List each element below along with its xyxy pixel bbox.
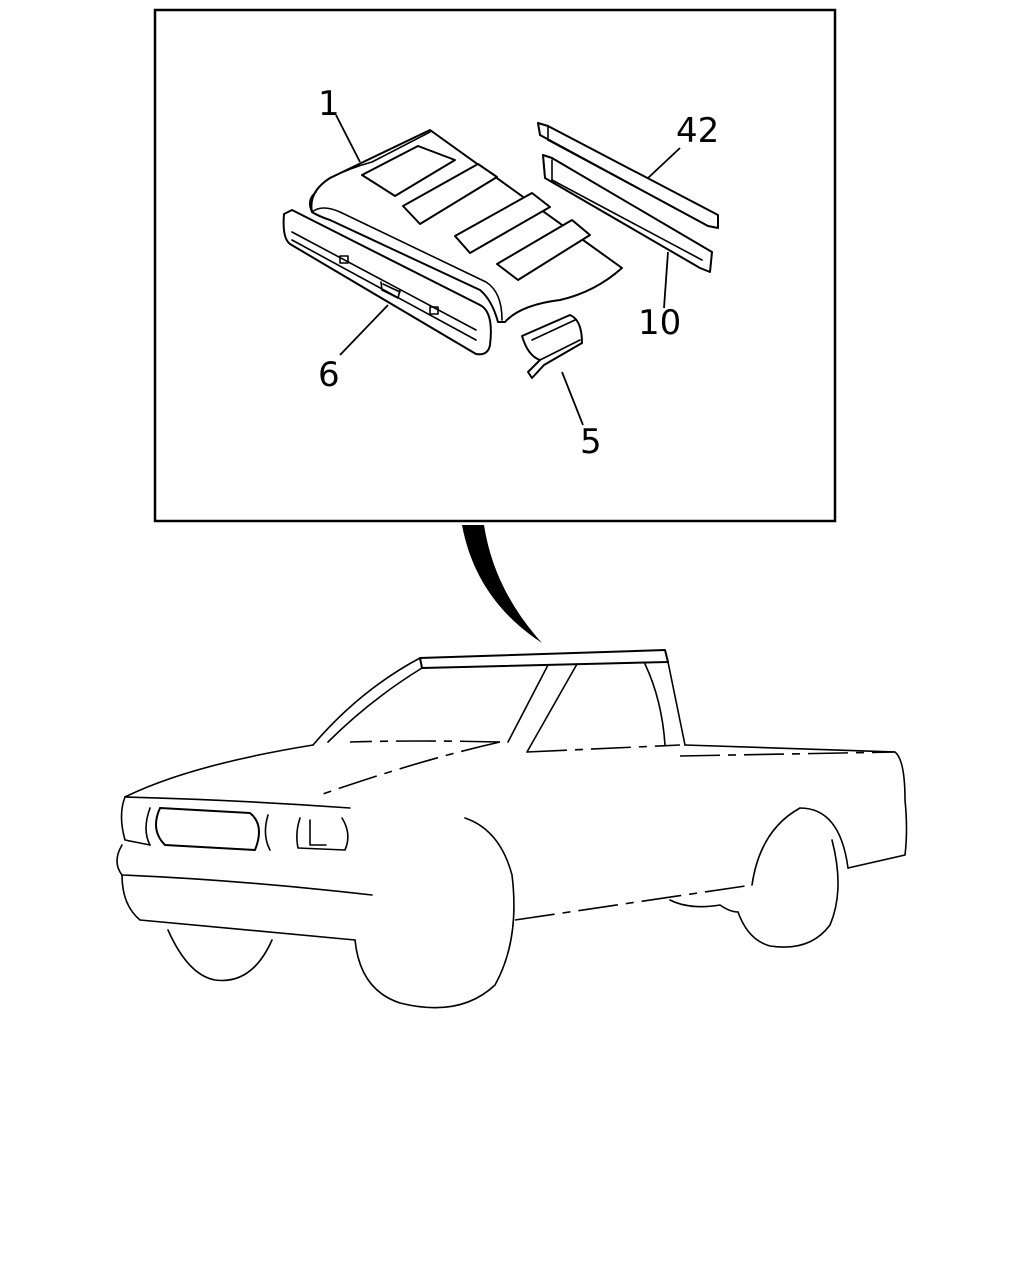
roof-panel-part [308,129,623,323]
leader-42 [647,147,681,179]
roof-rail-part-10 [542,154,713,273]
callout-5: 5 [580,422,602,462]
callout-10: 10 [638,303,681,343]
callout-1: 1 [318,84,340,124]
callout-42: 42 [676,111,719,151]
roof-stamping-4 [496,219,591,281]
location-pointer [462,525,542,643]
leader-10 [663,251,669,309]
roof-stamping-3 [454,192,551,254]
front-header-part-6 [282,209,492,356]
roof-stamping-1 [361,145,456,197]
bracket-part-5 [521,314,583,379]
leader-6 [339,304,389,356]
leader-5 [561,371,584,426]
leader-1 [335,114,361,163]
roof-stamping-2 [402,163,498,225]
roof-rail-part-42 [537,122,719,229]
pickup-truck-outline [116,649,908,1009]
callout-6: 6 [318,355,340,395]
